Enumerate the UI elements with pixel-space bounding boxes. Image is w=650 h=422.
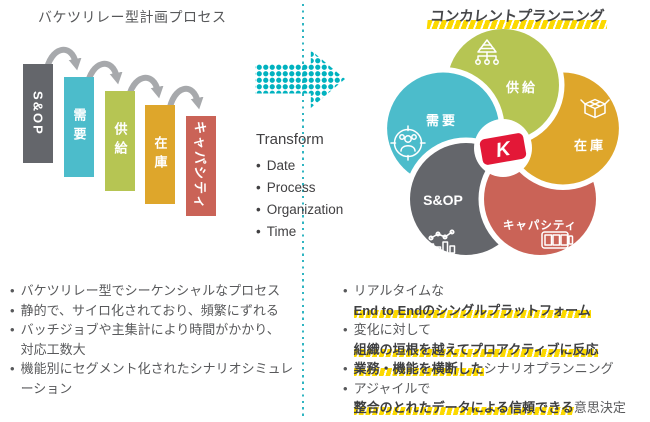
- bullet-icon: •: [256, 158, 261, 173]
- bar-demand: 需要: [64, 77, 94, 177]
- flower-label: S&OP: [423, 192, 463, 208]
- people-icon: [390, 125, 426, 161]
- plain-text: シナリオプランニング: [483, 361, 614, 376]
- plain-text: アジャイルで: [353, 380, 431, 396]
- highlighted-text: 業務・機能を横断した: [353, 361, 484, 376]
- bullet-text: 機能別にセグメント化されたシナリオシミュレーション: [21, 359, 294, 398]
- list-item: • バケツリレー型でシーケンシャルなプロセス: [10, 281, 310, 301]
- list-item: • 機能別にセグメント化されたシナリオシミュレーション: [10, 359, 310, 398]
- transform-item-label: Process: [266, 180, 316, 195]
- bar-label: 在庫: [152, 135, 168, 174]
- chart-icon: [428, 229, 456, 254]
- bullet-icon: •: [10, 322, 15, 337]
- kinaxis-logo: K: [479, 133, 527, 165]
- bullet-icon: •: [256, 224, 261, 239]
- bullet-text: 変化に対して組織の垣根を越えてプロアクティブに反応: [353, 320, 599, 359]
- list-item: • 静的で、サイロ化されており、頻繁にずれる: [10, 301, 310, 321]
- plain-text: ーション: [20, 380, 73, 396]
- list-item: • バッチジョブや主集計により時間がかかり、対応工数大: [10, 320, 310, 359]
- bullet-icon: •: [343, 380, 348, 396]
- plain-text: 変化に対して: [353, 322, 432, 337]
- concurrent-planning-flower: 供給在庫キャパシティ S&OP 需要 K: [378, 23, 628, 273]
- bullet-text: バケツリレー型でシーケンシャルなプロセス: [21, 281, 281, 301]
- bullet-icon: •: [343, 361, 348, 376]
- transform-item: • Organization: [256, 199, 356, 221]
- transform-arrow-icon: [255, 50, 345, 108]
- flower-circle-demand: [387, 72, 500, 185]
- transform-item-label: Organization: [266, 202, 344, 217]
- bullet-icon: •: [256, 180, 261, 195]
- bullet-icon: •: [10, 283, 15, 298]
- plain-text: バケツリレー型でシーケンシャルなプロセス: [20, 283, 281, 298]
- plain-text: 機能別にセグメント化されたシナリオシミュレ: [20, 361, 294, 376]
- bullet-text: アジャイルで整合のとれたデータによる信頼できる意思決定: [353, 379, 626, 418]
- transform-item: • Date: [256, 155, 356, 177]
- transform-item-list: • Date • Process • Organization • Time: [256, 155, 356, 243]
- bucket-relay-bars: S&OP 需要供給在庫 キャパシティ: [0, 0, 240, 235]
- bullet-text: 静的で、サイロ化されており、頻繁にずれる: [21, 301, 279, 321]
- flower-label: 需要: [426, 113, 458, 128]
- bullet-icon: •: [10, 302, 15, 318]
- transform-title: Transform: [256, 131, 324, 148]
- plain-text: 対応工数大: [20, 341, 86, 357]
- list-item: • リアルタイムな End to Endのシングルプラットフォーム: [343, 281, 648, 320]
- battery-icon: [541, 231, 574, 249]
- box-icon: [580, 98, 610, 119]
- plain-text: 静的で、サイロ化されており、頻繁にずれる: [20, 302, 279, 318]
- highlighted-text: End to Endのシングルプラットフォーム: [353, 302, 591, 318]
- bullet-text: バッチジョブや主集計により時間がかかり、対応工数大: [21, 320, 280, 359]
- hierarchy-icon: [475, 39, 499, 65]
- flower-label: 供給: [505, 80, 538, 95]
- bar-capacity: キャパシティ: [186, 116, 216, 216]
- bullet-icon: •: [343, 322, 348, 337]
- highlighted-text: 整合のとれたデータによる信頼できる: [353, 400, 574, 415]
- transform-item-label: Date: [266, 158, 296, 173]
- flower-label: キャパシティ: [503, 219, 577, 232]
- bullet-text: リアルタイムな End to Endのシングルプラットフォーム: [353, 281, 591, 320]
- left-title: バケツリレー型計画プロセス: [38, 9, 227, 25]
- transform-block: Transform • Date • Process • Organization • Tim…: [256, 131, 356, 243]
- bar-sop: S&OP: [23, 64, 53, 163]
- bar-supply: 供給: [105, 91, 135, 191]
- flower-label: 在庫: [574, 138, 606, 153]
- bar-label: S&OP: [30, 91, 46, 136]
- plain-text: バッチジョブや主集計により時間がかかり、: [20, 322, 280, 337]
- dotted-divider: [302, 4, 304, 418]
- plain-text: 意思決定: [573, 400, 626, 415]
- bullet-text: 業務・機能を横断したシナリオプランニング: [353, 359, 614, 379]
- bar-inventory: 在庫: [145, 105, 175, 204]
- left-bullet-list: • バケツリレー型でシーケンシャルなプロセス • 静的で、サイロ化されており、頻繁にず…: [10, 281, 310, 398]
- bar-label: 需要: [71, 108, 87, 146]
- list-item: • 業務・機能を横断したシナリオプランニング: [343, 359, 648, 379]
- plain-text: リアルタイムな: [353, 283, 445, 298]
- highlighted-text: 組織の垣根を越えてプロアクティブに反応: [353, 341, 599, 357]
- transform-item: • Process: [256, 177, 356, 199]
- logo-letter: K: [494, 138, 514, 162]
- transform-item-label: Time: [266, 224, 297, 239]
- transform-item: • Time: [256, 221, 356, 243]
- bullet-icon: •: [256, 202, 261, 217]
- bar-label: 供給: [112, 122, 128, 160]
- right-bullet-list: • リアルタイムな End to Endのシングルプラットフォーム • 変化に対して組織…: [343, 281, 648, 418]
- bar-label: キャパシティ: [192, 121, 208, 211]
- bullet-icon: •: [10, 361, 15, 376]
- list-item: • 変化に対して組織の垣根を越えてプロアクティブに反応: [343, 320, 648, 359]
- list-item: • アジャイルで整合のとれたデータによる信頼できる意思決定: [343, 379, 648, 418]
- bullet-icon: •: [343, 283, 348, 298]
